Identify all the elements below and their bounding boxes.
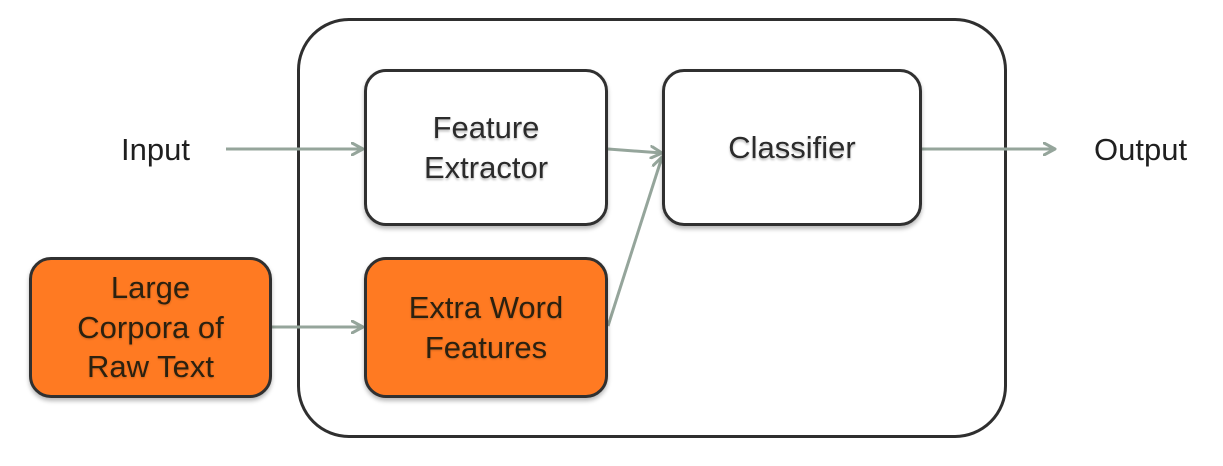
output-label: Output <box>1094 132 1188 167</box>
extra-word-features-node: Extra Word Features <box>364 257 608 398</box>
feature-extractor-node: Feature Extractor <box>364 69 608 226</box>
classifier-text: Classifier <box>728 129 856 165</box>
extra-word-features-text: Extra Word Features <box>408 289 564 365</box>
arrow-extra-word-features-to-classifier <box>606 157 662 327</box>
arrow-feature-extractor-to-classifier <box>607 149 662 153</box>
input-label: Input <box>121 132 190 167</box>
feature-extractor-text: Feature Extractor <box>423 109 549 185</box>
large-corpora-text: Large Corpora of Raw Text <box>77 269 224 385</box>
large-corpora-node: Large Corpora of Raw Text <box>29 257 272 398</box>
classifier-node: Classifier <box>662 69 922 226</box>
